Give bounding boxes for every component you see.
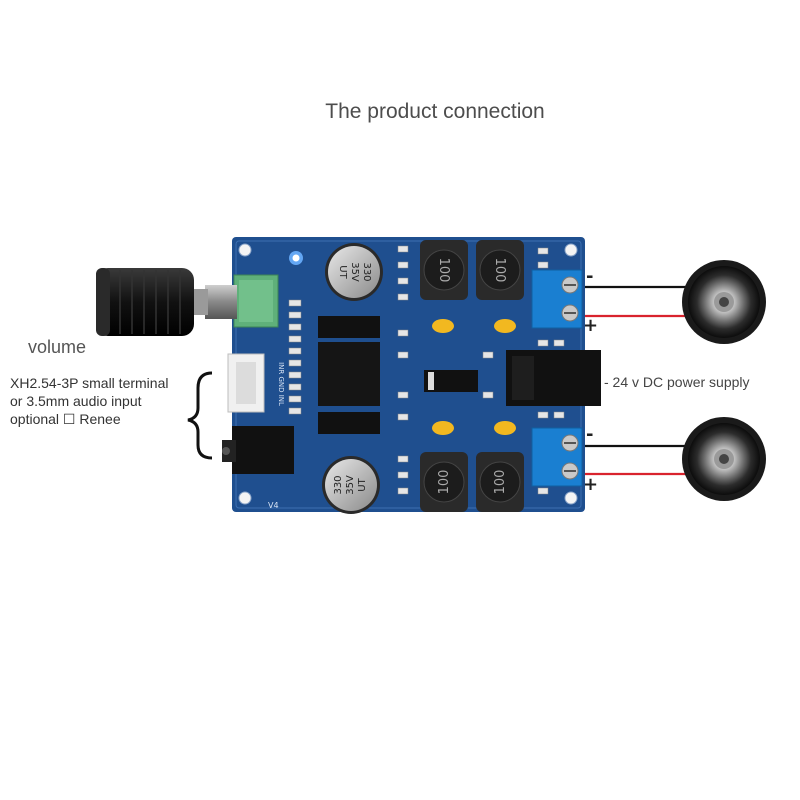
amplifier-board: INR GND INL 330 35V UT 330 35V UT 100 [192, 237, 601, 514]
svg-text:100: 100 [436, 258, 451, 283]
diode [424, 370, 478, 392]
speaker-terminal-top [531, 269, 583, 329]
volume-label: volume [28, 337, 87, 357]
brace-icon [187, 371, 213, 460]
speaker-top-icon [682, 260, 766, 344]
svg-text:35V: 35V [345, 475, 356, 495]
inductors: 100 100 100 100 [420, 240, 524, 512]
svg-text:UT: UT [337, 265, 348, 279]
board-version: V4 [268, 501, 279, 510]
bottom-terminal-plus: + [583, 474, 599, 495]
svg-text:UT: UT [357, 477, 368, 491]
svg-text:330: 330 [333, 475, 344, 494]
input-desc-line-3: optional ☐ Renee [10, 411, 121, 427]
amplifier-ic [318, 342, 380, 406]
power-supply-label: - 24 v DC power supply [604, 374, 750, 390]
speaker-terminal-bottom [531, 427, 583, 487]
svg-text:100: 100 [492, 258, 507, 283]
audio-jack [232, 426, 294, 474]
top-terminal-plus: + [583, 315, 599, 336]
capacitor-top: 330 35V UT [325, 243, 383, 301]
svg-text:330: 330 [361, 262, 372, 281]
svg-text:35V: 35V [349, 262, 360, 282]
volume-knob-icon [96, 268, 194, 336]
capacitor-bottom: 330 35V UT [322, 456, 380, 514]
top-terminal-minus: - [586, 266, 594, 287]
svg-text:100: 100 [437, 470, 452, 495]
speaker-wires [575, 285, 700, 476]
speaker-bottom-icon [682, 417, 766, 501]
header-pin-labels: INR GND INL [277, 362, 285, 406]
page-title: The product connection [325, 100, 545, 123]
audio-input-description: XH2.54-3P small terminal or 3.5mm audio … [10, 374, 190, 428]
input-desc-line-1: XH2.54-3P small terminal [10, 375, 169, 391]
input-desc-line-2: or 3.5mm audio input [10, 393, 142, 409]
bottom-terminal-minus: - [586, 424, 594, 445]
svg-text:100: 100 [493, 470, 508, 495]
